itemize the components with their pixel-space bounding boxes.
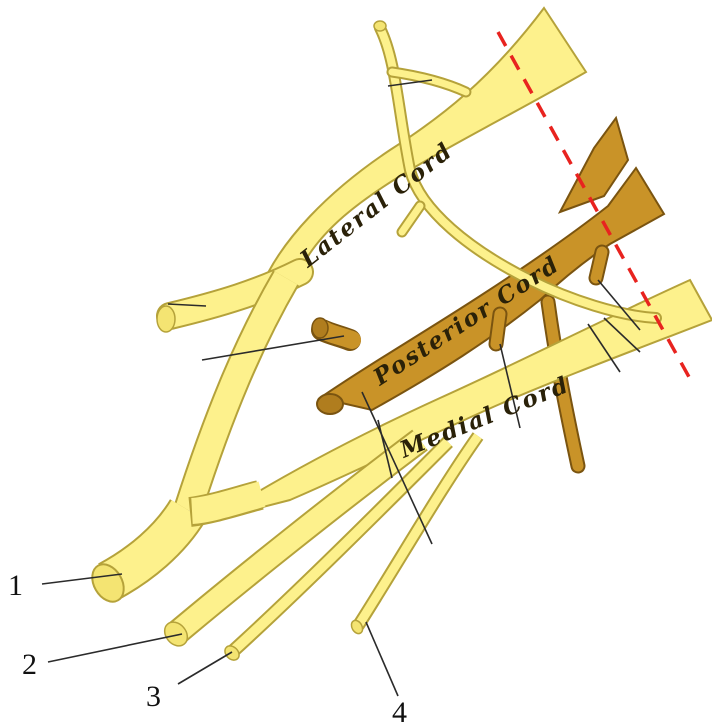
posterior-cord-group bbox=[311, 115, 666, 474]
yellow-cords-group bbox=[91, 6, 712, 661]
posterior-upper-root bbox=[557, 115, 630, 214]
callouts: 1 2 3 4 bbox=[8, 569, 407, 726]
posterior-cord-trunk bbox=[317, 166, 666, 412]
nerve-3-cut-end bbox=[224, 645, 240, 661]
callout-3-number: 3 bbox=[146, 680, 161, 713]
posterior-cord-cut-end bbox=[316, 393, 344, 415]
callout-4-leader bbox=[365, 621, 399, 697]
segment-ticks bbox=[167, 79, 641, 545]
nerve-2-cut-end bbox=[163, 621, 189, 647]
callout-4-number: 4 bbox=[392, 696, 407, 726]
callout-2-number: 2 bbox=[22, 648, 37, 681]
callout-1-leader bbox=[41, 573, 123, 585]
callout-3-leader bbox=[177, 651, 233, 685]
callout-2-leader bbox=[47, 633, 183, 663]
callout-1-number: 1 bbox=[8, 569, 23, 602]
red-dashed-cut-line bbox=[496, 31, 696, 387]
nerve-1-cut-end bbox=[91, 563, 125, 603]
nerve-4-cut-end bbox=[350, 619, 364, 635]
